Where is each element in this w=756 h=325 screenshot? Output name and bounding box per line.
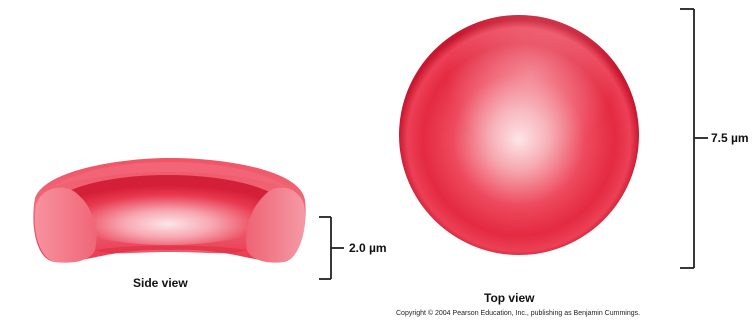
copyright-notice: Copyright © 2004 Pearson Education, Inc.…: [396, 310, 640, 317]
side-view-scale-bar: [319, 217, 344, 279]
side-view-caption: Side view: [133, 276, 188, 290]
side-view-measurement: 2.0 µm: [349, 241, 387, 255]
top-view-caption: Top view: [484, 291, 534, 305]
side-view-cell: [33, 158, 305, 263]
top-view-scale-bar: [680, 9, 708, 268]
top-view-measurement: 7.5 µm: [711, 131, 749, 145]
top-view-cell: [399, 15, 639, 255]
